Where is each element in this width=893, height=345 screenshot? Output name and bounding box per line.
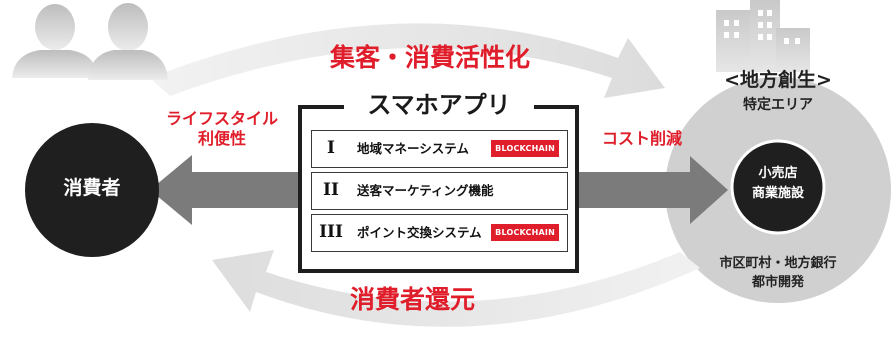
feature-row-2: II 送客マーケティング機能 xyxy=(311,172,568,210)
blockchain-badge-3: BLOCKCHAIN xyxy=(491,224,559,241)
consumer-benefit-line2: 利便性 xyxy=(197,129,246,148)
feature-label-2: 送客マーケティング機能 xyxy=(357,183,494,198)
store-circle xyxy=(730,139,826,235)
region-subtitle: 特定エリア xyxy=(743,97,813,113)
region-title: <地方創生> xyxy=(724,69,832,91)
feature-numeral-1: I xyxy=(327,138,335,158)
blockchain-badge-1: BLOCKCHAIN xyxy=(491,140,559,157)
buildings-icon xyxy=(716,0,810,72)
region-partners-line1: 市区町村・地方銀行 xyxy=(719,256,837,271)
top-arrow-label: 集客・消費活性化 xyxy=(330,43,531,72)
feature-numeral-2: II xyxy=(323,180,339,200)
region-partners-line2: 都市開発 xyxy=(751,275,804,290)
right-gray-arrow xyxy=(579,156,728,224)
feature-row-3: III ポイント交換システム BLOCKCHAIN xyxy=(311,214,568,252)
top-curved-arrow xyxy=(150,23,665,98)
feature-label-3: ポイント交換システム xyxy=(357,225,482,240)
app-title: スマホアプリ xyxy=(344,90,534,120)
feature-row-1: I 地域マネーシステム BLOCKCHAIN xyxy=(311,130,568,168)
consumer-benefit-line1: ライフスタイル xyxy=(165,109,278,128)
cost-reduction-label: コスト削減 xyxy=(602,129,683,148)
store-label-line1: 小売店 xyxy=(758,166,798,181)
left-gray-arrow xyxy=(150,155,298,225)
consumer-circle xyxy=(25,123,159,257)
consumer-label: 消費者 xyxy=(63,177,121,199)
bottom-curved-arrow xyxy=(212,250,700,327)
feature-numeral-3: III xyxy=(319,222,343,242)
feature-label-1: 地域マネーシステム xyxy=(357,141,469,156)
store-label-line2: 商業施設 xyxy=(751,186,804,201)
people-silhouette-icon xyxy=(12,3,168,80)
bottom-arrow-label: 消費者還元 xyxy=(350,285,476,314)
